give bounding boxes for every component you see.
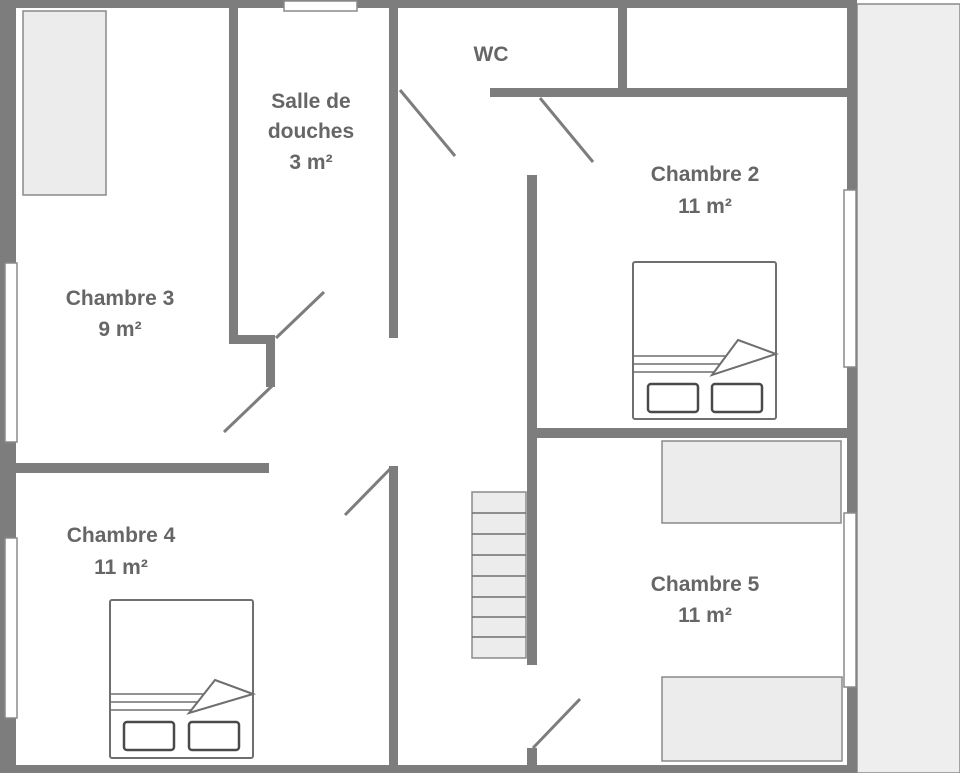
room-label-wc: WC bbox=[474, 43, 509, 66]
pillow-icon bbox=[122, 720, 176, 752]
room-label-chambre-3: Chambre 3 bbox=[66, 287, 175, 310]
interior-walls bbox=[16, 8, 848, 768]
room-label-chambre-4: Chambre 4 bbox=[67, 524, 176, 547]
room-label-chambre-5: Chambre 5 bbox=[651, 573, 760, 596]
balcony bbox=[856, 3, 960, 773]
pillow-icon bbox=[710, 382, 764, 414]
room-area-chambre-3: 9 m² bbox=[98, 318, 141, 341]
wardrobe-chambre-5-bottom bbox=[661, 676, 843, 762]
bed-chambre-4 bbox=[109, 599, 257, 759]
doors bbox=[222, 89, 595, 750]
window-chambre-5 bbox=[843, 512, 857, 688]
windows bbox=[4, 0, 857, 719]
wardrobe-chambre-3 bbox=[22, 10, 107, 196]
room-area-chambre-5: 11 m² bbox=[678, 604, 732, 627]
staircase bbox=[471, 491, 527, 659]
window-top-bathroom bbox=[283, 0, 358, 12]
room-label-chambre-2: Chambre 2 bbox=[651, 163, 760, 186]
furniture bbox=[22, 10, 843, 762]
room-area-chambre-4: 11 m² bbox=[94, 556, 148, 579]
room-area-chambre-2: 11 m² bbox=[678, 195, 732, 218]
window-chambre-2 bbox=[843, 189, 857, 368]
room-area-salle-de-douches: 3 m² bbox=[289, 151, 332, 174]
bed-chambre-2 bbox=[632, 261, 780, 420]
window-chambre-4 bbox=[4, 537, 18, 719]
pillow-icon bbox=[646, 382, 700, 414]
window-chambre-3 bbox=[4, 262, 18, 443]
wardrobe-chambre-5-top bbox=[661, 440, 842, 524]
room-label-salle-de-douches-line2: douches bbox=[268, 120, 354, 143]
pillow-icon bbox=[187, 720, 241, 752]
room-label-salle-de-douches-line1: Salle de bbox=[271, 90, 350, 113]
